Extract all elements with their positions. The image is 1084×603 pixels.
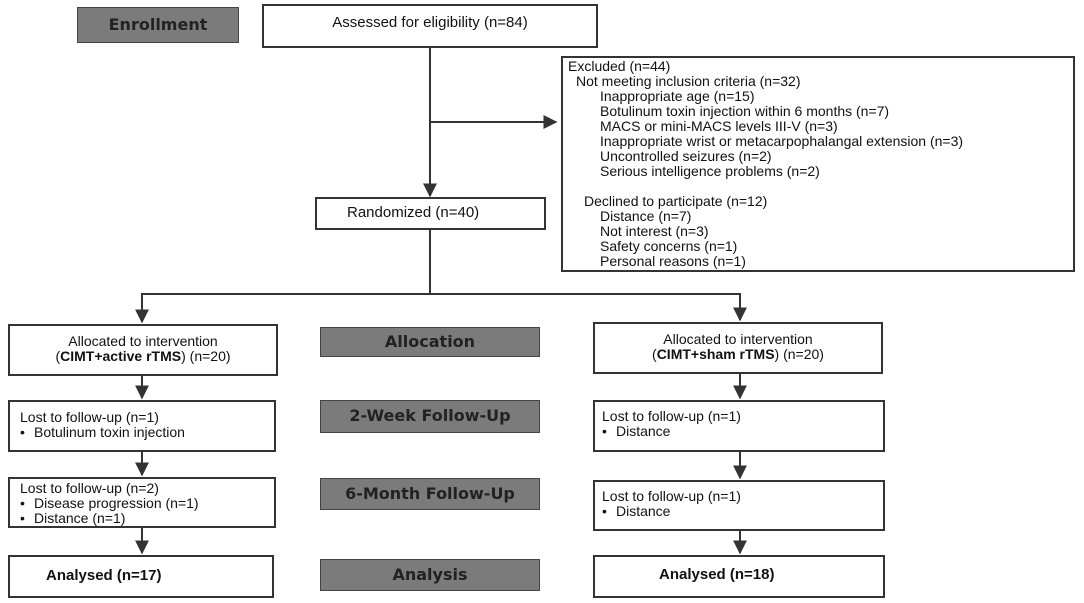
not-meeting-item: Inappropriate wrist or metacarpophalanga… xyxy=(600,133,964,149)
excluded-box: Excluded (n=44) Not meeting inclusion cr… xyxy=(561,56,1075,272)
left-allocated-box: Allocated to intervention (CIMT+active r… xyxy=(8,324,278,376)
left-allocated-line1: Allocated to intervention xyxy=(68,333,218,349)
right-lost-6m-box: Lost to follow-up (n=1) • Distance xyxy=(593,480,885,531)
not-meeting-item: Serious intelligence problems (n=2) xyxy=(600,163,820,179)
left-lost-2w-box: Lost to follow-up (n=1) • Botulinum toxin… xyxy=(8,400,276,452)
bullet-icon: • xyxy=(602,503,607,519)
stage-allocation-label: Allocation xyxy=(384,332,476,351)
left-allocated-n: (n=20) xyxy=(189,348,231,364)
declined-item: Distance (n=7) xyxy=(600,208,692,224)
left-allocated-line2: (CIMT+active rTMS) (n=20) xyxy=(55,348,231,364)
left-lost-6m-box: Lost to follow-up (n=2) • Disease progres… xyxy=(8,477,276,528)
not-meeting-item: Uncontrolled seizures (n=2) xyxy=(600,148,772,164)
stage-allocation: Allocation xyxy=(320,327,540,357)
bullet-icon: • xyxy=(20,495,25,511)
right-analysed-label: Analysed (n=18) xyxy=(659,566,775,583)
stage-enrollment: Enrollment xyxy=(77,7,239,43)
right-lost-6m-title: Lost to follow-up (n=1) xyxy=(602,488,741,504)
left-lost-2w-item: • Botulinum toxin injection xyxy=(20,425,274,440)
right-lost-2w-item: • Distance xyxy=(602,424,883,439)
not-meeting-criteria: Not meeting inclusion criteria (n=32) xyxy=(576,73,801,89)
stage-6-month-label: 6-Month Follow-Up xyxy=(345,484,515,503)
stage-enrollment-label: Enrollment xyxy=(108,15,208,34)
left-allocated-group: CIMT+active rTMS xyxy=(60,348,182,364)
left-lost-6m-title: Lost to follow-up (n=2) xyxy=(20,480,159,496)
declined-participate: Declined to participate (n=12) xyxy=(584,193,768,209)
left-lost-2w-item-text: Botulinum toxin injection xyxy=(34,424,185,440)
not-meeting-item: MACS or mini-MACS levels III-V (n=3) xyxy=(600,118,838,134)
right-lost-2w-box: Lost to follow-up (n=1) • Distance xyxy=(593,400,885,452)
stage-2-week-follow-up: 2-Week Follow-Up xyxy=(320,400,540,433)
stage-6-month-follow-up: 6-Month Follow-Up xyxy=(320,478,540,510)
right-lost-6m-item: • Distance xyxy=(602,504,883,519)
bullet-icon: • xyxy=(602,423,607,439)
declined-item: Not interest (n=3) xyxy=(600,223,709,239)
stage-analysis: Analysis xyxy=(320,559,540,591)
right-lost-2w-title: Lost to follow-up (n=1) xyxy=(602,408,741,424)
assessed-box: Assessed for eligibility (n=84) xyxy=(262,4,598,48)
declined-item: Personal reasons (n=1) xyxy=(600,253,746,269)
right-allocated-box: Allocated to intervention (CIMT+sham rTM… xyxy=(593,322,883,374)
not-meeting-item: Inappropriate age (n=15) xyxy=(600,88,755,104)
left-analysed-label: Analysed (n=17) xyxy=(46,567,162,584)
bullet-icon: • xyxy=(20,424,25,440)
randomized-label: Randomized (n=40) xyxy=(347,204,480,221)
not-meeting-list: Inappropriate age (n=15) Botulinum toxin… xyxy=(568,89,1073,179)
assessed-label: Assessed for eligibility (n=84) xyxy=(332,14,528,31)
right-allocated-n: (n=20) xyxy=(783,346,824,362)
right-allocated-group: CIMT+sham rTMS xyxy=(656,346,775,362)
right-analysed-box: Analysed (n=18) xyxy=(593,555,885,598)
declined-list: Distance (n=7) Not interest (n=3) Safety… xyxy=(568,209,1073,269)
not-meeting-item: Botulinum toxin injection within 6 month… xyxy=(600,103,890,119)
bullet-icon: • xyxy=(20,510,25,526)
left-lost-2w-title: Lost to follow-up (n=1) xyxy=(20,409,159,425)
left-lost-6m-item: • Disease progression (n=1) xyxy=(20,496,274,511)
randomized-box: Randomized (n=40) xyxy=(315,197,546,230)
excluded-title: Excluded (n=44) xyxy=(568,58,671,74)
declined-item: Safety concerns (n=1) xyxy=(600,238,738,254)
left-lost-6m-item-text: Disease progression (n=1) xyxy=(34,495,199,511)
left-analysed-box: Analysed (n=17) xyxy=(8,555,274,598)
stage-analysis-label: Analysis xyxy=(392,565,468,584)
right-allocated-line1: Allocated to intervention xyxy=(663,331,813,347)
left-lost-6m-item-text: Distance (n=1) xyxy=(34,510,126,526)
right-lost-2w-item-text: Distance xyxy=(616,423,671,439)
right-allocated-line2: (CIMT+sham rTMS) (n=20) xyxy=(652,346,824,362)
stage-2-week-label: 2-Week Follow-Up xyxy=(349,406,511,425)
left-lost-6m-item: • Distance (n=1) xyxy=(20,511,274,526)
right-lost-6m-item-text: Distance xyxy=(616,503,671,519)
